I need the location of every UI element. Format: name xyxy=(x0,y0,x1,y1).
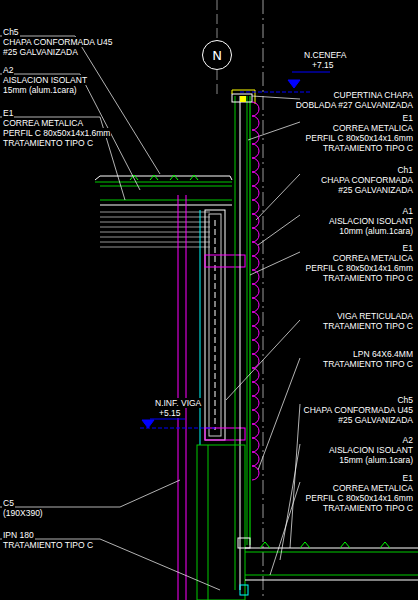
callout-text: E1 xyxy=(402,473,414,483)
callout-text: CORREA METALICA xyxy=(332,253,414,263)
callout-text: +7.15 xyxy=(311,60,335,70)
callout-text: TRATAMIENTO TIPO C xyxy=(322,321,414,331)
callout-text: TRATAMIENTO TIPO C xyxy=(322,503,414,513)
corrugated-sheet xyxy=(252,102,259,480)
callout-text: +5.15 xyxy=(158,408,182,418)
callout-text: Ch1 xyxy=(396,165,414,175)
callout-text: A2 xyxy=(402,435,414,445)
callout-text: LPN 64X6.4MM xyxy=(352,349,414,359)
callout-text: A1 xyxy=(402,206,414,216)
callout-text: Ch5 xyxy=(396,395,414,405)
callout-text: E1 xyxy=(2,108,14,118)
callout-text: (190X390) xyxy=(2,508,44,518)
callout-text: CORREA METALICA xyxy=(332,483,414,493)
callout-text: TRATAMIENTO TIPO C xyxy=(2,540,94,550)
callout-text: CUPERTINA CHAPA xyxy=(332,90,414,100)
callout-text: N.CENEFA xyxy=(303,50,348,60)
callout-text: CORREA METALICA xyxy=(332,123,414,133)
callout-text: 15mm (alum.1cara) xyxy=(338,455,414,465)
callout-text: N.INF. VIGA xyxy=(154,398,202,408)
callout-text: PERFIL C 80x50x14x1.6mm xyxy=(305,493,414,503)
axis-letter: N xyxy=(212,48,222,63)
callout-text: DOBLADA #27 GALVANIZADA xyxy=(295,100,414,110)
callout-text: PERFIL C 80x50x14x1.6mm xyxy=(305,133,414,143)
axis-bubble: N xyxy=(202,40,232,70)
callout-text: TRATAMIENTO TIPO C xyxy=(322,359,414,369)
callout-text: AISLACION ISOLANT xyxy=(2,75,88,85)
callout-text: #25 GALVANIZADA xyxy=(2,47,79,57)
callout-text: C5 xyxy=(2,498,15,508)
callout-text: VIGA RETICULADA xyxy=(336,311,414,321)
callout-text: TRATAMIENTO TIPO C xyxy=(2,138,94,148)
callout-text: CHAPA CONFORMADA U45 xyxy=(303,405,414,415)
callout-text: Ch5 xyxy=(2,27,20,37)
callout-text: PERFIL C 80x50x14x1.6mm xyxy=(2,128,111,138)
callout-text: CORREA METALICA xyxy=(2,118,84,128)
callout-text: A2 xyxy=(2,65,14,75)
callout-text: E1 xyxy=(402,113,414,123)
callout-text: #25 GALVANIZADA xyxy=(337,185,414,195)
callout-text: #25 GALVANIZADA xyxy=(337,415,414,425)
callout-text: AISLACION ISOLANT xyxy=(328,216,414,226)
callout-text: 15mm (alum.1cara) xyxy=(2,85,78,95)
callout-text: CHAPA CONFORMADA xyxy=(320,175,414,185)
callout-text: TRATAMIENTO TIPO C xyxy=(322,273,414,283)
callout-text: AISLACION ISOLANT xyxy=(328,445,414,455)
callout-text: IPN 180 xyxy=(2,530,35,540)
callout-text: CHAPA CONFORMADA U45 xyxy=(2,37,113,47)
callout-text: PERFIL C 80x50x14x1.6mm xyxy=(305,263,414,273)
callout-text: TRATAMIENTO TIPO C xyxy=(322,143,414,153)
callout-text: 10mm (alum.1cara) xyxy=(338,226,414,236)
callout-text: E1 xyxy=(402,243,414,253)
